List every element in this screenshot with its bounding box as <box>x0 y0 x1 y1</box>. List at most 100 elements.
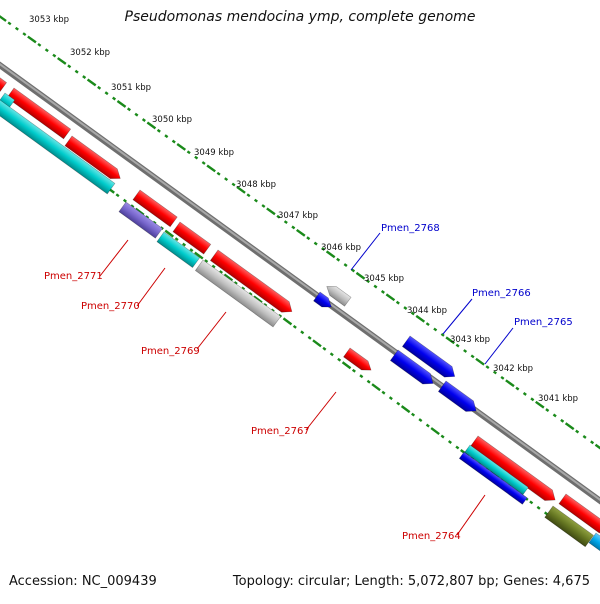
label-leader-lines <box>99 232 514 536</box>
outer-tick <box>351 268 356 273</box>
outer-tick <box>171 139 176 144</box>
gene-body <box>389 349 434 385</box>
gene-body <box>458 451 528 505</box>
outer-tick <box>116 100 127 108</box>
outer-tick <box>27 35 37 44</box>
inner-tick <box>189 248 194 252</box>
outer-tick <box>97 85 102 90</box>
genome-backbone <box>0 61 600 505</box>
outer-tick <box>433 327 438 332</box>
inner-tick <box>233 281 238 285</box>
label-leader-line <box>99 239 129 277</box>
inner-tick <box>351 368 356 373</box>
label-leader-line <box>196 311 227 350</box>
gene-label: Pmen_2766 <box>472 288 531 299</box>
outer-tick <box>415 314 426 323</box>
outer-tick <box>146 121 157 130</box>
gene-feature <box>156 231 201 268</box>
gene-feature <box>6 87 72 140</box>
gene-body <box>343 347 372 371</box>
outer-tick <box>194 155 199 160</box>
gene-features <box>0 71 600 555</box>
outer-tick <box>535 400 545 409</box>
outer-tick <box>455 343 460 348</box>
inner-tick <box>145 215 150 220</box>
outer-tick <box>186 150 191 155</box>
kbp-label: 3046 kbp <box>321 243 361 253</box>
outer-tick <box>37 42 42 47</box>
kbp-label: 3053 kbp <box>29 15 69 25</box>
gene-body <box>6 87 72 140</box>
outer-tick <box>164 134 169 139</box>
inner-tick <box>248 292 253 296</box>
gene-body <box>0 71 7 92</box>
kbp-label: 3048 kbp <box>236 180 276 190</box>
inner-tick <box>211 264 216 269</box>
outer-tick <box>86 78 97 87</box>
outer-tick <box>176 143 187 151</box>
gene-label: Pmen_2764 <box>402 531 461 542</box>
inner-tick <box>381 390 386 395</box>
gene-feature <box>172 221 212 255</box>
outer-tick <box>336 257 341 262</box>
outer-tick <box>201 161 206 165</box>
gene-feature <box>437 380 477 412</box>
gene-body <box>194 259 282 328</box>
outer-tick <box>343 263 348 267</box>
inner-tick <box>430 427 440 436</box>
outer-tick <box>104 91 109 96</box>
outer-tick <box>500 375 505 380</box>
inner-tick <box>388 396 393 401</box>
outer-tick <box>545 408 550 412</box>
outer-tick <box>283 220 288 225</box>
inner-tick <box>329 352 334 357</box>
gene-label: Pmen_2765 <box>514 317 573 328</box>
gene-body <box>437 380 477 412</box>
kbp-label: 3045 kbp <box>364 274 404 284</box>
outer-tick <box>515 386 520 391</box>
outer-tick <box>582 435 587 439</box>
outer-tick <box>385 293 396 302</box>
outer-tick <box>410 311 415 316</box>
kbp-label: 3042 kbp <box>493 364 533 374</box>
gene-label: Pmen_2768 <box>381 223 440 234</box>
gene-body <box>64 135 121 179</box>
inner-tick <box>164 229 175 238</box>
inner-tick <box>418 418 423 423</box>
outer-tick <box>505 379 515 388</box>
outer-tick <box>296 228 306 237</box>
gene-feature <box>326 286 352 307</box>
outer-tick <box>7 21 12 26</box>
inner-tick <box>174 237 179 242</box>
backbone-highlight <box>0 63 600 501</box>
outer-tick <box>206 164 216 173</box>
inner-tick <box>300 330 305 335</box>
outer-tick <box>82 75 87 79</box>
gene-feature <box>389 349 434 385</box>
kbp-label: 3052 kbp <box>70 48 110 58</box>
outer-tick <box>261 204 266 208</box>
inner-tick <box>337 357 342 362</box>
inner-tick <box>130 204 135 209</box>
outer-tick <box>590 440 595 445</box>
outer-tick <box>522 392 527 396</box>
outer-tick <box>266 207 276 216</box>
inner-tick <box>307 335 312 340</box>
outer-tick <box>355 271 366 280</box>
inner-tick <box>122 198 127 203</box>
topology-summary: Topology: circular; Length: 5,072,807 bp… <box>232 574 590 589</box>
inner-tick <box>270 308 275 313</box>
gene-label: Pmen_2771 <box>44 271 103 282</box>
outer-tick <box>22 32 27 37</box>
label-leader-line <box>305 391 337 431</box>
kbp-label: 3049 kbp <box>194 148 234 158</box>
gene-body <box>464 444 529 495</box>
outer-tick <box>313 241 318 246</box>
outer-tick <box>380 290 385 294</box>
gene-feature <box>209 249 293 313</box>
outer-tick <box>440 332 445 337</box>
inner-tick <box>341 361 352 370</box>
